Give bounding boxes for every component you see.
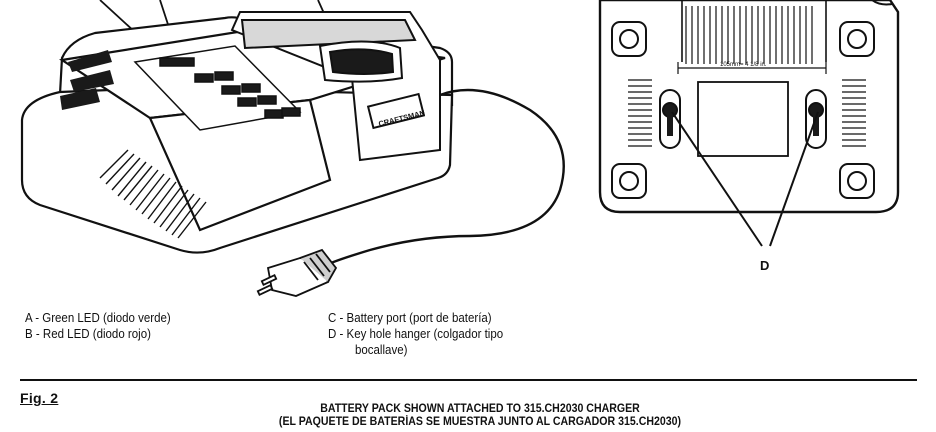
led-strip xyxy=(159,57,195,67)
legend-battery-port: C - Battery port (port de batería) xyxy=(328,311,492,325)
callout-d-label: D xyxy=(760,258,770,273)
control-panel xyxy=(133,45,302,131)
power-cord xyxy=(319,88,565,270)
side-vent xyxy=(99,149,207,239)
brand-plate xyxy=(366,92,426,130)
figure-caption-es: (EL PAQUETE DE BATERÍAS SE MUESTRA JUNTO… xyxy=(278,416,682,428)
figure-caption-en: BATTERY PACK SHOWN ATTACHED TO 315.CH203… xyxy=(320,403,640,415)
legend-green-led: A - Green LED (diodo verde) xyxy=(25,311,171,325)
divider-rule xyxy=(20,379,917,381)
label-plate xyxy=(697,81,789,157)
rear-ridges xyxy=(60,50,114,110)
legend-key-hole-hanger-cont: bocallave) xyxy=(355,343,408,357)
dimension-label: 105mm= 4 1/8 in. xyxy=(720,62,767,68)
leader-lines-d xyxy=(671,111,819,247)
rubber-feet xyxy=(611,21,875,199)
underside-view: 105mm= 4 1/8 in. xyxy=(598,0,900,247)
vent-hatching xyxy=(685,6,813,64)
legend-key-hole-hanger: D - Key hole hanger (colgador tipo xyxy=(328,327,504,341)
legend-red-led: B - Red LED (diodo rojo) xyxy=(25,327,151,341)
battery-port xyxy=(230,11,441,162)
figure-label: Fig. 2 xyxy=(20,390,59,406)
charger-illustration: CRAFTSMAN xyxy=(20,0,900,297)
plug-icon xyxy=(256,248,338,297)
dimension-line xyxy=(677,62,827,74)
